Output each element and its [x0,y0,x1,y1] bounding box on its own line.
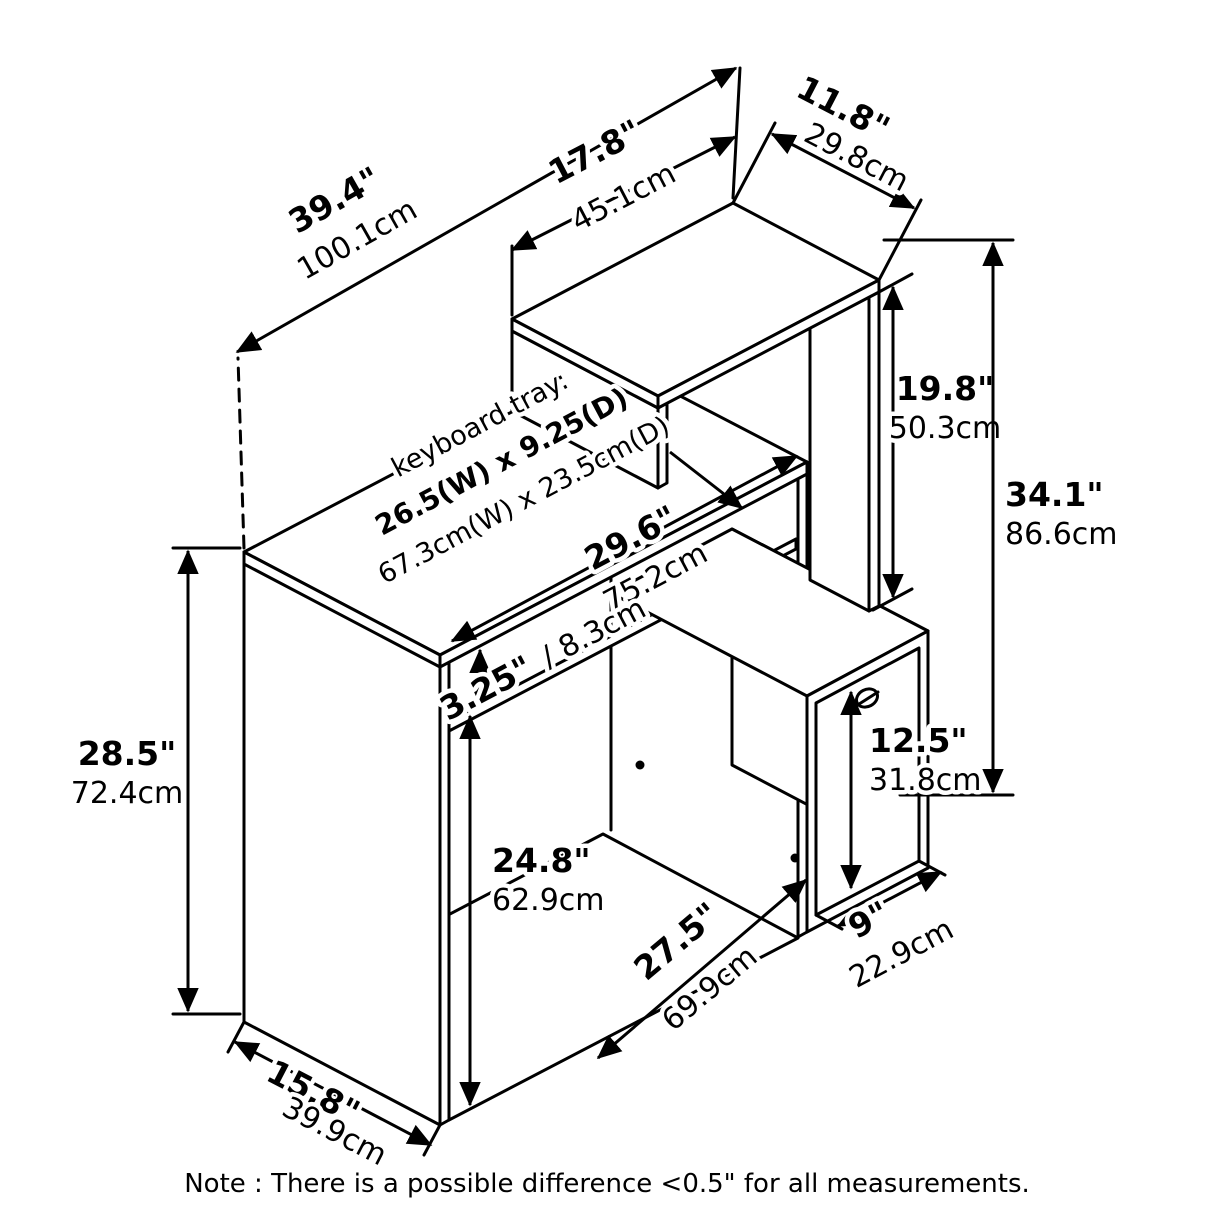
dimension-arrow [510,135,737,252]
dim-bin-height-cm: 31.8cm [869,763,982,798]
dimension-arrow [450,454,799,643]
extension-line [731,121,777,205]
extension-line [731,66,742,200]
dim-shelf-to-top-height-inches: 19.8" [896,369,995,408]
dimension-arrow [233,1040,433,1147]
desk-drawing [242,201,930,1127]
measurement-note: Note : There is a possible difference <0… [184,1169,1030,1199]
extension-line [226,1020,246,1054]
dimension-arrow [235,66,738,354]
dimension-arrow [596,878,808,1060]
right-shelf-support-edge [867,290,881,613]
dimension-arrow [836,870,943,928]
dim-underdesk-clearance-cm: 62.9cm [492,883,605,918]
extension-line [236,356,246,550]
dim-bin-height-inches: 12.5" [869,721,968,760]
dim-overall-height: 34.1" 86.6cm [882,238,1122,797]
dim-shelf-to-top-height-cm: 50.3cm [889,411,1002,446]
dim-underdesk-clearance-inches: 24.8" [492,841,591,880]
cam-bolt-dot [790,853,800,863]
dim-overall-height-inches: 34.1" [1005,475,1104,514]
desktop-left-edge [242,550,442,669]
dim-shelf-to-top-height: 19.8" 50.3cm [871,272,1006,612]
extension-line [877,272,914,294]
dimension-arrow [770,132,916,210]
extension-line [871,587,914,612]
dim-bin-height: 12.5" 31.8cm [840,690,986,890]
dim-overall-height-cm: 86.6cm [1005,517,1118,552]
cam-bolt-dot [635,760,645,770]
dim-desk-height-cm: 72.4cm [71,776,184,811]
dim-desk-height: 28.5" 72.4cm [66,546,242,1016]
extension-line [422,1123,442,1157]
dim-underdesk-clearance: 24.8" 62.9cm [459,714,609,1107]
dim-desk-height-inches: 28.5" [78,734,177,773]
